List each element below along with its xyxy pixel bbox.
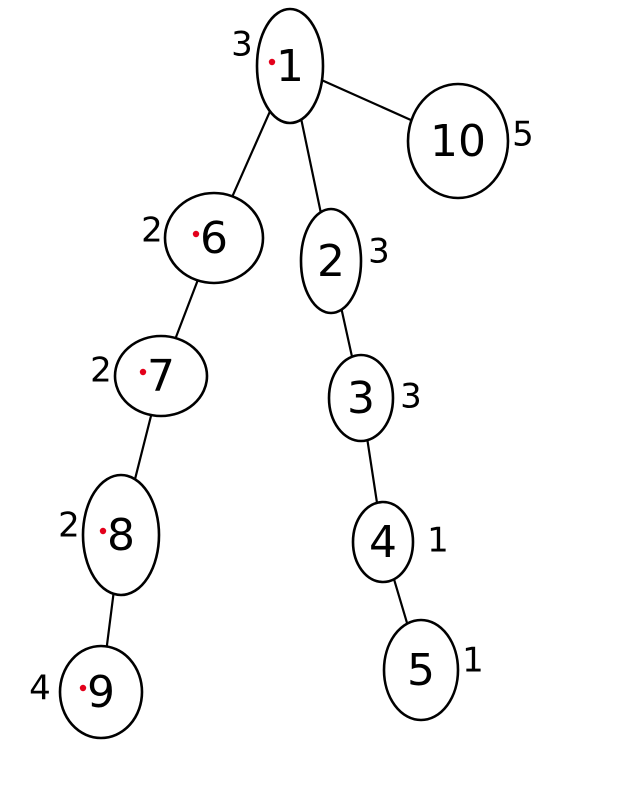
node-side-label-9: 4 <box>29 669 51 709</box>
edge-8-9 <box>105 592 115 648</box>
edge-6-7 <box>174 279 199 340</box>
node-side-label-7: 2 <box>90 351 112 391</box>
node-side-label-5: 1 <box>462 641 484 681</box>
node-circle-10 <box>406 82 510 200</box>
node-side-label-3: 3 <box>400 377 422 417</box>
mark-dot-1 <box>268 58 276 66</box>
edge-1-2 <box>300 118 322 214</box>
node-side-label-2: 3 <box>368 232 390 272</box>
edge-2-3 <box>340 308 354 358</box>
node-label-6: 6 <box>200 213 228 264</box>
node-label-1: 1 <box>276 41 304 92</box>
node-circle-5 <box>382 618 460 722</box>
node-label-5: 5 <box>407 645 435 696</box>
node-side-label-1: 3 <box>231 25 253 65</box>
node-circle-2 <box>299 207 363 315</box>
mark-dot-8 <box>99 527 107 535</box>
node-label-7: 7 <box>147 351 175 402</box>
node-side-label-8: 2 <box>58 506 80 546</box>
edge-4-5 <box>392 578 409 625</box>
node-label-9: 9 <box>87 667 115 718</box>
node-circle-1 <box>255 7 325 125</box>
node-6: 62 <box>141 191 265 285</box>
node-8: 82 <box>58 473 161 597</box>
node-label-10: 10 <box>430 116 486 167</box>
node-circle-7 <box>113 334 209 418</box>
node-circle-6 <box>163 191 265 285</box>
mark-dot-9 <box>79 684 87 692</box>
node-side-label-10: 5 <box>512 115 534 155</box>
node-side-label-4: 1 <box>427 521 449 561</box>
node-label-3: 3 <box>347 373 375 424</box>
edge-1-6 <box>231 110 272 198</box>
node-label-2: 2 <box>317 236 345 287</box>
edge-3-4 <box>366 439 379 504</box>
node-1: 13 <box>231 7 325 125</box>
node-9: 94 <box>29 644 144 740</box>
node-side-label-6: 2 <box>141 211 163 251</box>
node-circle-4 <box>351 500 415 584</box>
mark-dot-7 <box>139 368 147 376</box>
edge-1-10 <box>320 79 413 122</box>
node-circle-3 <box>327 353 395 443</box>
node-label-4: 4 <box>369 517 397 568</box>
node-circle-8 <box>81 473 161 597</box>
node-circle-9 <box>58 644 144 740</box>
node-label-8: 8 <box>107 510 135 561</box>
node-7: 72 <box>90 334 209 418</box>
edges-layer <box>105 79 413 648</box>
edge-7-8 <box>133 414 153 481</box>
mark-dot-6 <box>192 230 200 238</box>
node-10: 10 5 <box>406 82 534 200</box>
